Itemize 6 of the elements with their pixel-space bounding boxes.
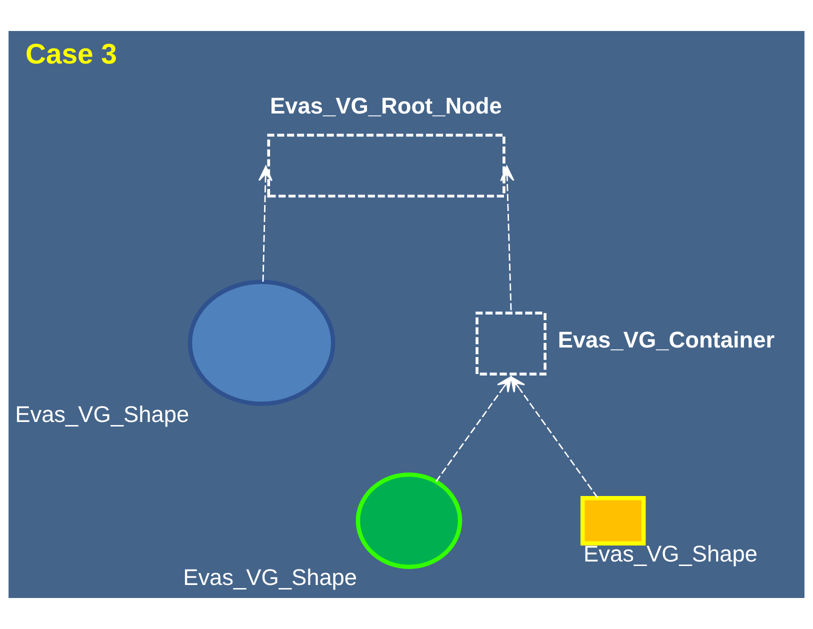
node-label: Evas_VG_Shape xyxy=(584,540,758,567)
node-label: Evas_VG_Root_Node xyxy=(270,92,502,119)
diagram-title: Case 3 xyxy=(26,38,117,71)
node-label: Evas_VG_Container xyxy=(558,326,775,353)
node-label: Evas_VG_Shape xyxy=(183,564,358,590)
node-label: Evas_VG_Shape xyxy=(15,400,190,427)
